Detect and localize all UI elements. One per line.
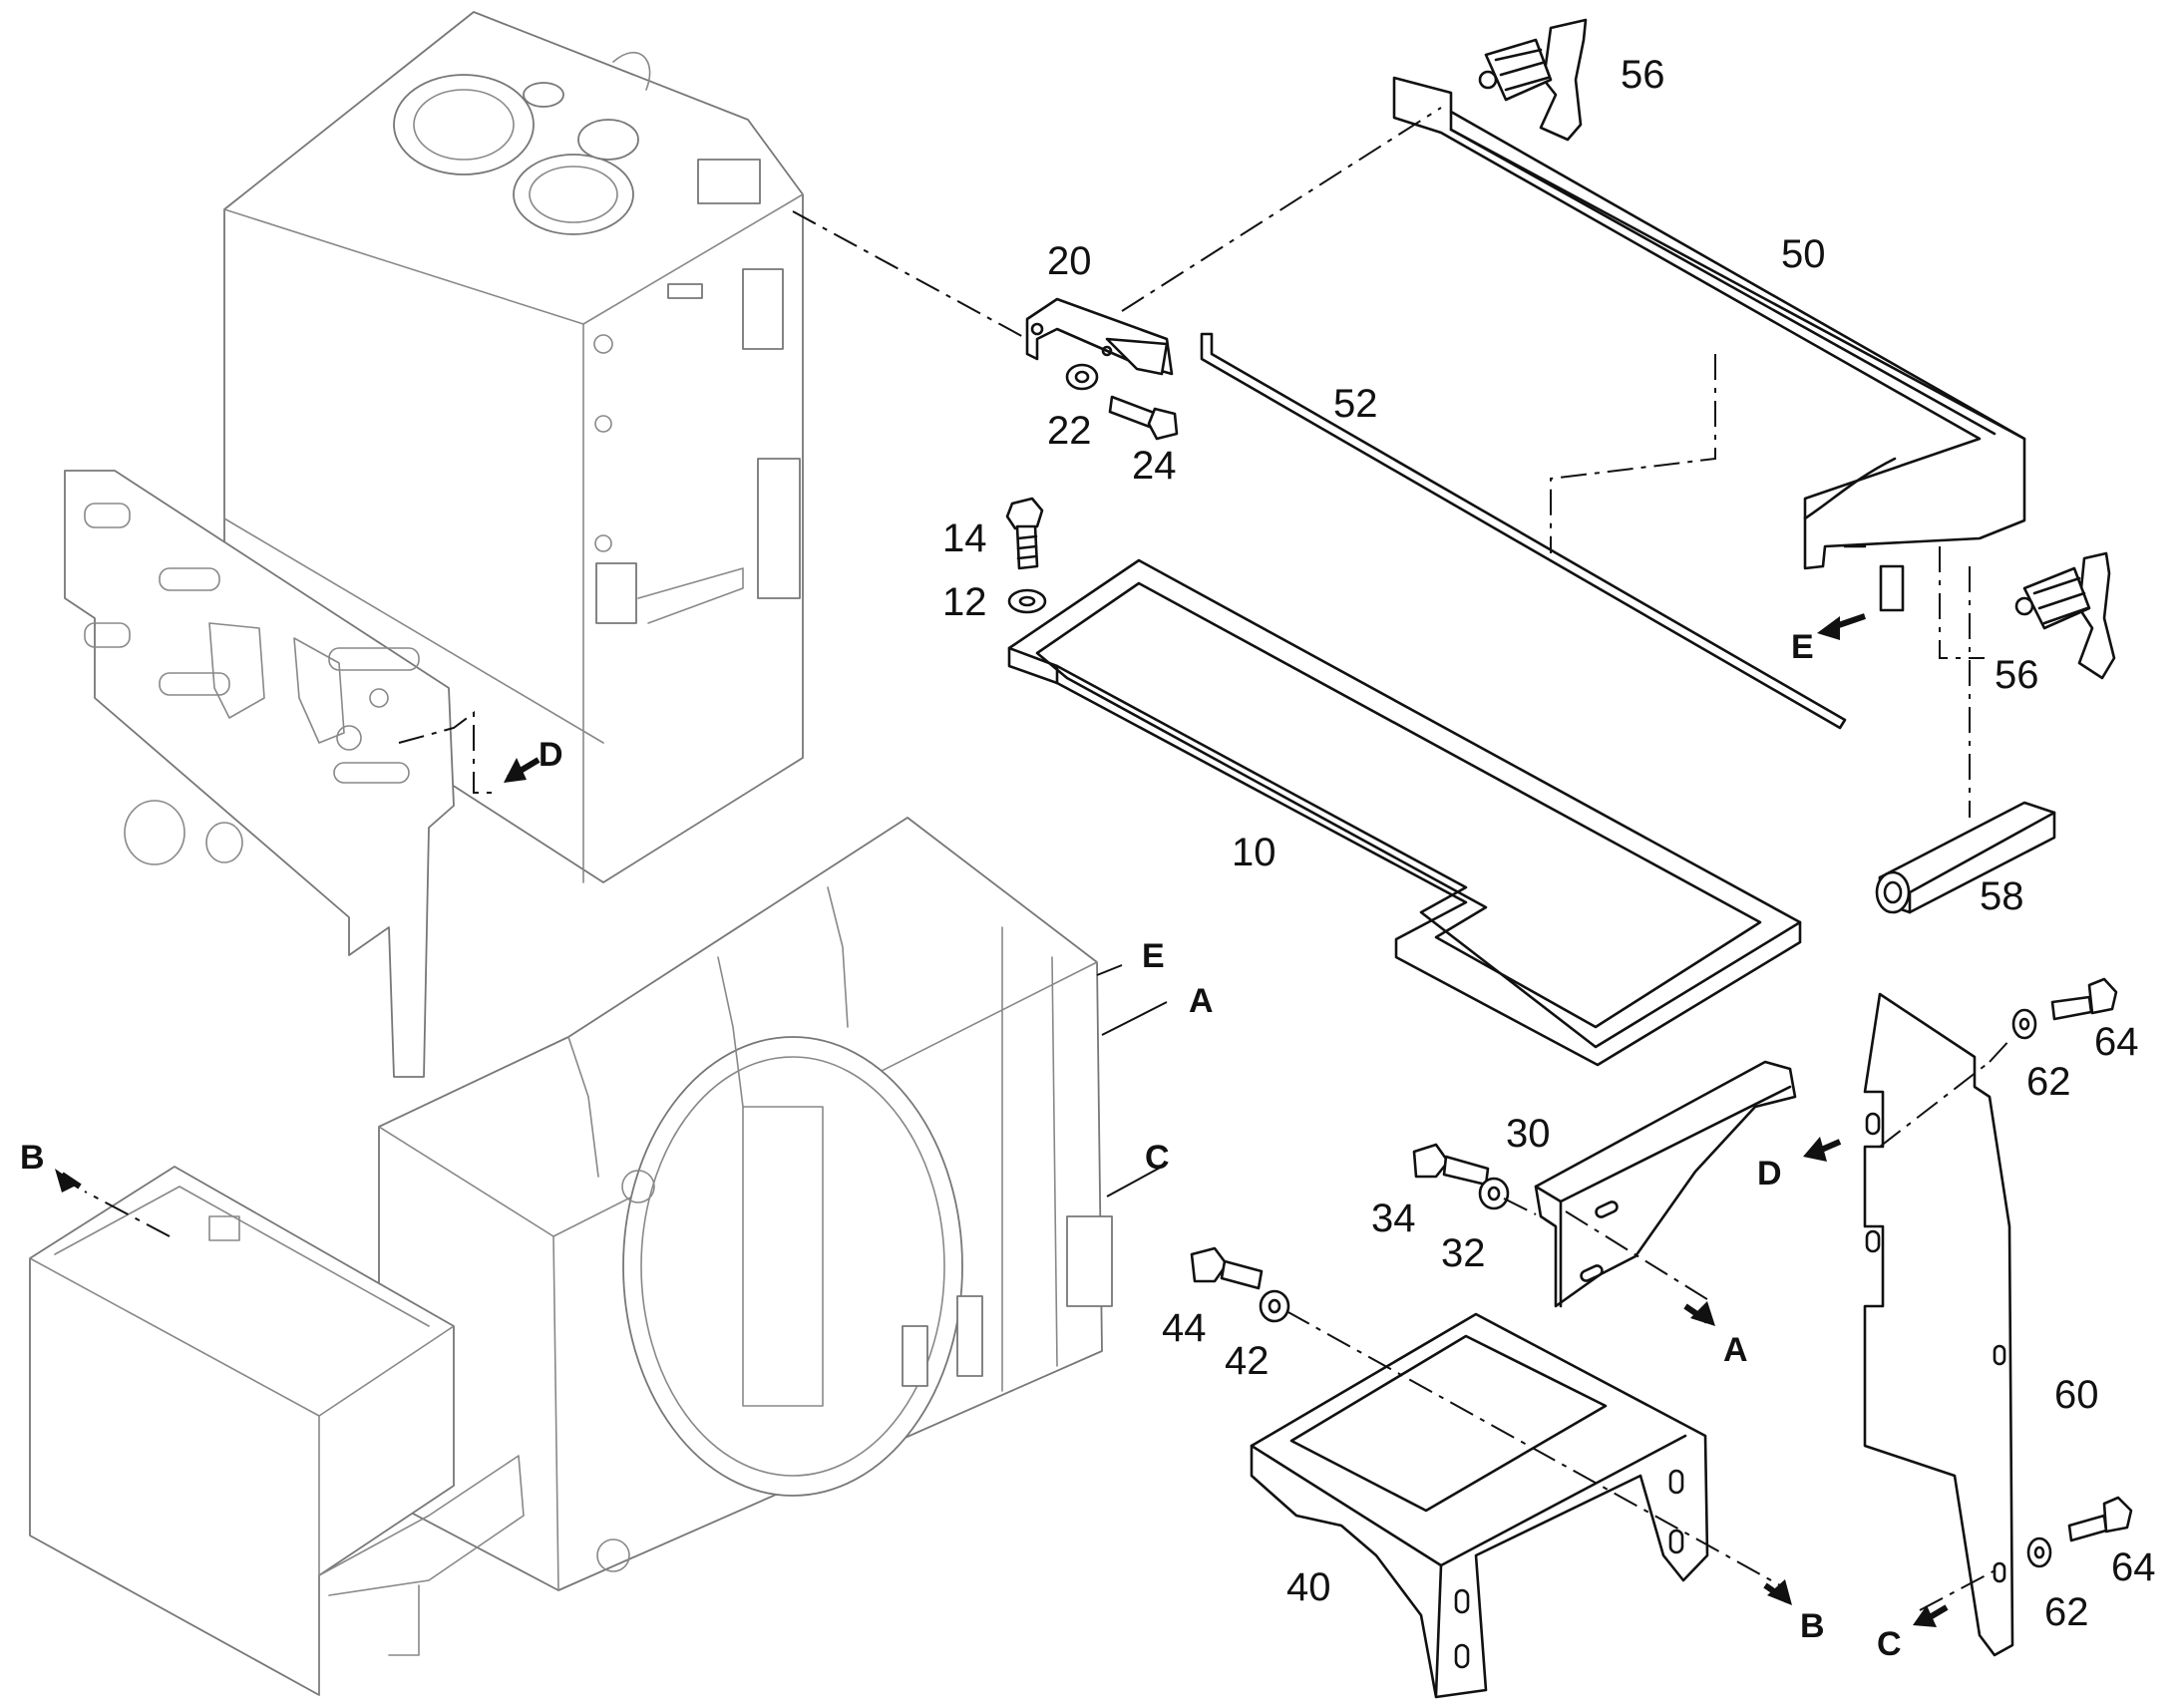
callout-32: 32 [1441, 1231, 1486, 1275]
ref-d-right: D [1757, 1155, 1782, 1193]
callout-44: 44 [1162, 1306, 1207, 1350]
part-50-top-frame [1392, 76, 2026, 612]
part-42-washer [1259, 1289, 1290, 1323]
callout-40: 40 [1286, 1565, 1331, 1609]
ref-b-left: B [20, 1139, 45, 1177]
reference-letters: D E E A C B D A B C [20, 628, 1902, 1663]
rear-mounting-plate [64, 470, 455, 1078]
ref-c-frame: C [1145, 1139, 1170, 1177]
ref-a-right: A [1723, 1331, 1748, 1369]
phantom-lines [84, 107, 2013, 1611]
callout-62-bottom: 62 [2044, 1590, 2089, 1634]
callout-58: 58 [1980, 874, 2024, 918]
part-22-washer [1065, 363, 1099, 391]
callout-50: 50 [1781, 232, 1826, 276]
ref-e-top: E [1791, 628, 1814, 666]
callout-34: 34 [1371, 1196, 1416, 1240]
arrow-c-right [1913, 1605, 1937, 1627]
callout-62-top: 62 [2026, 1060, 2071, 1104]
callout-56-right: 56 [1995, 653, 2039, 697]
ref-d-left: D [539, 736, 563, 774]
part-64-bolt-bottom [2067, 1496, 2133, 1542]
part-32-washer [1478, 1177, 1510, 1210]
part-10-floor-plate [1007, 558, 1802, 1067]
reference-leaders [1096, 964, 1168, 1197]
arrow-d-right [1803, 1137, 1827, 1162]
callout-22: 22 [1047, 409, 1092, 453]
part-14-bolt [1005, 497, 1044, 570]
part-34-bolt [1412, 1143, 1490, 1187]
part-24-bolt [1108, 395, 1179, 441]
part-30-bracket [1534, 1060, 1797, 1308]
callout-60: 60 [2054, 1373, 2099, 1417]
part-56-latch-top [1478, 18, 1588, 142]
part-40-step [1250, 1312, 1709, 1699]
callout-14: 14 [942, 516, 987, 560]
arrow-e-top [1817, 616, 1840, 640]
callout-12: 12 [942, 580, 987, 624]
callout-20: 20 [1047, 239, 1092, 283]
ref-a-frame: A [1189, 982, 1214, 1020]
part-12-washer [1007, 588, 1047, 614]
part-64-bolt-top [2050, 977, 2118, 1021]
callout-labels: 56 50 20 52 22 24 14 12 56 10 58 64 62 3… [942, 53, 2156, 1634]
arrow-a-right [1690, 1301, 1715, 1326]
callout-52: 52 [1333, 382, 1378, 426]
battery-box [29, 1166, 525, 1696]
callout-30: 30 [1506, 1112, 1551, 1156]
callout-64-top: 64 [2094, 1020, 2139, 1064]
ref-b-right: B [1800, 1607, 1825, 1645]
part-60-side-plate [1863, 992, 2014, 1657]
callout-10: 10 [1232, 831, 1276, 874]
callout-24: 24 [1132, 444, 1177, 488]
radiator-frame [378, 817, 1113, 1591]
callout-42: 42 [1225, 1339, 1270, 1383]
ref-e-frame: E [1142, 937, 1165, 975]
part-58-rubber-profile [1875, 801, 2056, 914]
part-62-washer-top [2011, 1008, 2037, 1040]
callout-64-bottom: 64 [2111, 1545, 2156, 1589]
part-52-seal-strip [1200, 332, 1847, 730]
reference-arrows [55, 613, 1949, 1627]
part-20-bracket [1025, 297, 1174, 376]
part-56-latch-right [2014, 551, 2116, 680]
part-62-washer-bottom [2026, 1537, 2052, 1568]
callout-56-top: 56 [1621, 53, 1665, 97]
part-44-bolt [1190, 1246, 1264, 1290]
ref-c-right: C [1877, 1625, 1902, 1663]
